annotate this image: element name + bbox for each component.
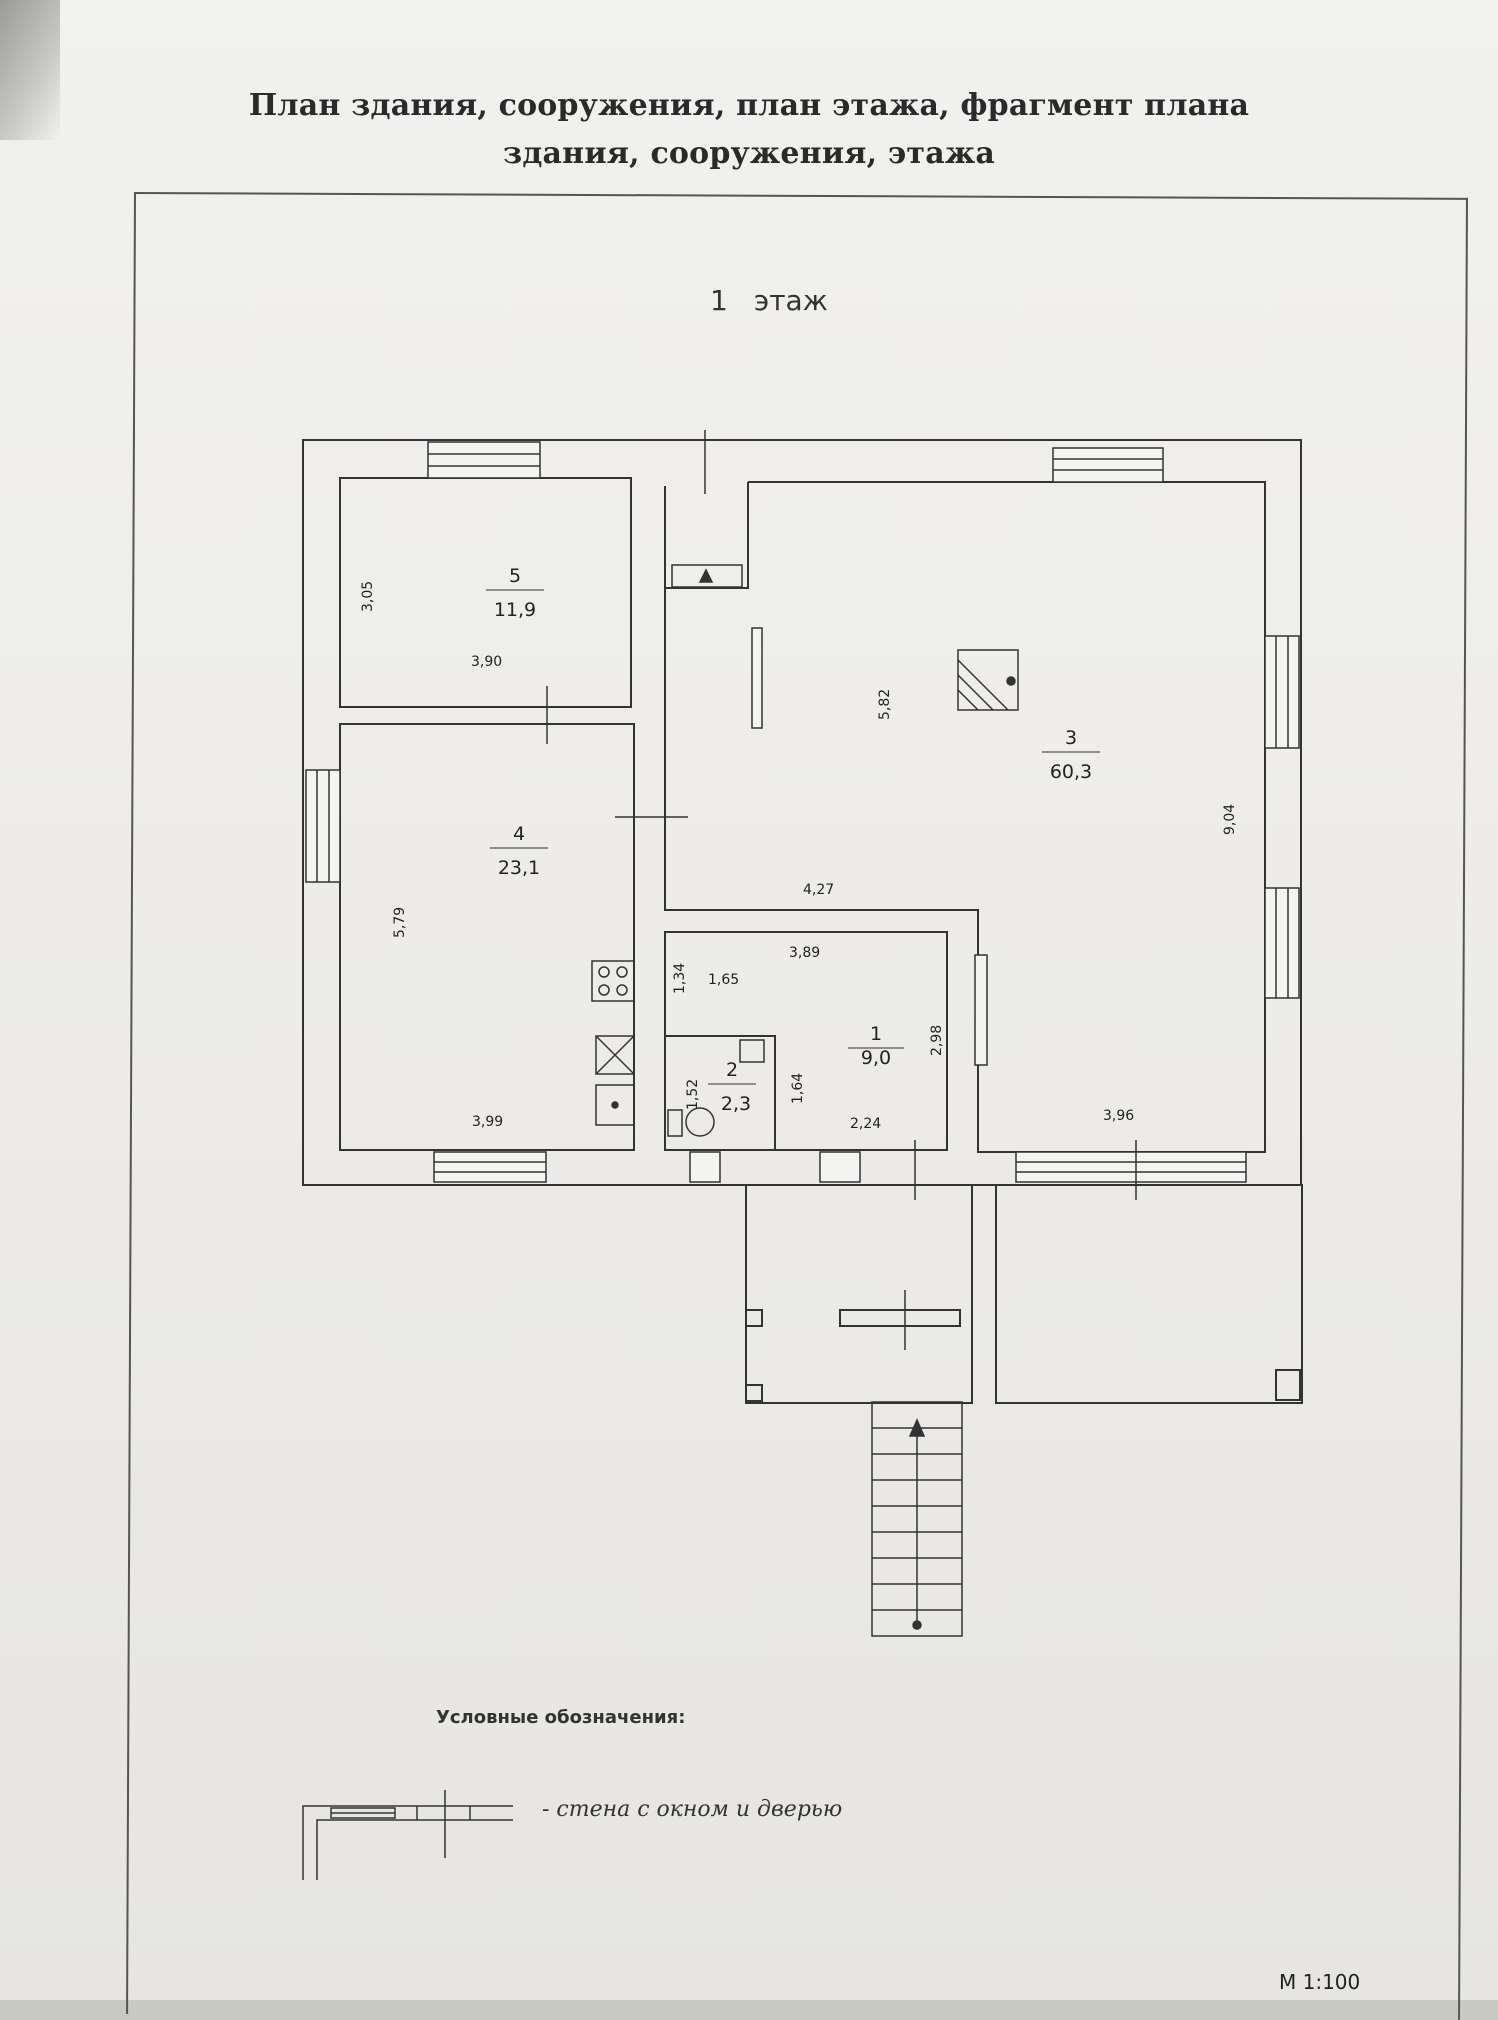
exterior-stair-icon [871, 1401, 963, 1637]
room-3-area: 60,3 [1050, 761, 1092, 783]
legend-title: Условные обозначения: [436, 1707, 686, 1728]
legend-wall-description: - стена с окном и дверью [542, 1797, 843, 1822]
document-title-line-1: План здания, сооружения, план этажа, фра… [248, 88, 1250, 123]
window-interior [974, 954, 988, 1066]
floor-number: 1 [710, 284, 728, 317]
dim-room3-bottom: 3,96 [1103, 1108, 1134, 1124]
window-room-4-left [305, 769, 341, 883]
room-2-outline [664, 1035, 776, 1151]
window-room-3-top [1052, 447, 1164, 483]
dim-room5-width: 3,90 [471, 654, 502, 670]
room-5-number: 5 [509, 565, 521, 587]
floor-label: 1 этаж [710, 284, 854, 317]
terrace-bench [839, 1309, 961, 1327]
sink-icon [595, 1084, 635, 1126]
room-1-number: 1 [870, 1023, 882, 1045]
window-room-3-right-1 [1264, 635, 1300, 749]
dim-room2-right: 1,64 [790, 1073, 806, 1104]
page-corner-shadow [0, 0, 60, 140]
window-room-1 [819, 1151, 861, 1183]
dim-room1-height: 2,98 [929, 1025, 945, 1056]
window-room-3-right-2 [1264, 887, 1300, 999]
vestibule-arrow-icon [698, 568, 714, 583]
toilet-tank-icon [667, 1109, 683, 1137]
vestibule-step [671, 564, 743, 588]
window-room-4-bottom [433, 1151, 547, 1183]
terrace-right-outline [995, 1184, 1303, 1404]
cabinet-icon [595, 1035, 635, 1075]
dim-room3-height: 9,04 [1222, 804, 1238, 835]
legend-wall-symbol [302, 1790, 513, 1880]
dim-room3-inner: 5,82 [877, 689, 893, 720]
stove-icon [591, 960, 635, 1002]
window-room-2 [689, 1151, 721, 1183]
dim-corridor-width: 1,65 [708, 972, 739, 988]
room-3-number: 3 [1065, 727, 1077, 749]
dim-room4-height: 5,79 [392, 907, 408, 938]
floor-word: этаж [753, 284, 828, 317]
dim-corridor-height: 1,34 [672, 963, 688, 994]
room-4-area: 23,1 [498, 857, 540, 879]
interior-partition [751, 627, 763, 729]
dim-room4-width: 3,99 [472, 1114, 503, 1130]
dim-room1-bottom: 2,24 [850, 1116, 881, 1132]
room-2-number: 2 [726, 1059, 738, 1081]
interior-stair-icon [957, 649, 1019, 711]
scale-label: М 1:100 [1279, 1970, 1361, 1994]
room-4-outline [339, 723, 635, 1151]
terrace-post [745, 1384, 763, 1402]
window-room-3-bottom [1015, 1151, 1247, 1183]
room-3-outline [664, 481, 1266, 1153]
terrace-post [1275, 1369, 1301, 1401]
room-2-area: 2,3 [721, 1093, 751, 1115]
room-5-outline [339, 477, 632, 708]
terrace-left-outline [745, 1184, 973, 1404]
toilet-icon [685, 1107, 715, 1137]
dim-room2-left: 1,52 [685, 1079, 701, 1110]
room-4-number: 4 [513, 823, 525, 845]
washbasin-icon [739, 1039, 765, 1063]
room-5-area: 11,9 [494, 599, 536, 621]
terrace-post [745, 1309, 763, 1327]
room-1-area: 9,0 [861, 1047, 891, 1069]
dim-room1-top: 3,89 [789, 945, 820, 961]
room-1-outline [664, 931, 948, 1151]
document-title-line-2: здания, сооружения, этажа [503, 136, 995, 171]
dim-room3-mid: 4,27 [803, 882, 834, 898]
window-room-5 [427, 441, 541, 479]
dim-room5-height: 3,05 [360, 581, 376, 612]
